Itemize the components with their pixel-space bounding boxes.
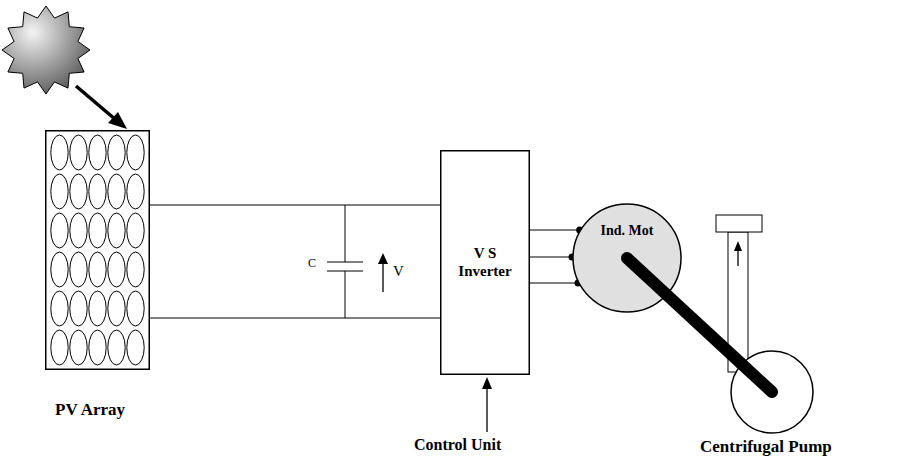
capacitor-lead xyxy=(345,271,346,318)
pv-cell xyxy=(51,174,68,209)
voltage-arrowhead xyxy=(378,253,388,264)
power-wire xyxy=(530,283,578,284)
shaft-segment xyxy=(741,363,772,392)
inverter-frame xyxy=(441,151,530,375)
pv-cell xyxy=(89,174,106,209)
inverter-label: V S Inverter xyxy=(454,245,516,280)
pv-cell xyxy=(70,291,87,326)
capacitor-plate xyxy=(327,261,363,262)
pv-cell xyxy=(89,213,106,248)
array-label: PV Array xyxy=(55,400,125,420)
array-frame xyxy=(46,131,150,370)
capacitor-lead xyxy=(345,205,346,262)
control-arrowhead xyxy=(482,377,492,389)
pv-cell xyxy=(127,330,144,365)
node-outline xyxy=(572,203,682,313)
pv-cell xyxy=(108,174,125,209)
pv-cell xyxy=(127,291,144,326)
component-label: C xyxy=(308,257,316,270)
pv-cell xyxy=(70,330,87,365)
pv-cell xyxy=(51,330,68,365)
shaft-segment xyxy=(627,258,667,295)
voltage-arrow xyxy=(382,262,383,292)
pv-cell xyxy=(127,213,144,248)
pv-cell xyxy=(108,135,125,170)
power-wire xyxy=(150,205,440,206)
pv-array: PV Array xyxy=(45,130,150,370)
pv-cell xyxy=(51,252,68,287)
signal-label: V xyxy=(393,263,404,280)
pv-cell xyxy=(70,135,87,170)
power-wire xyxy=(530,257,572,258)
node-outline xyxy=(730,350,814,434)
pv-cell xyxy=(89,135,106,170)
pump-body xyxy=(731,351,813,433)
flow-arrowhead xyxy=(734,241,742,251)
pv-cell xyxy=(108,213,125,248)
motor-body xyxy=(573,204,681,312)
flow-arrow xyxy=(737,250,738,266)
pv-cell xyxy=(108,252,125,287)
pv-cell xyxy=(89,330,106,365)
sun-star xyxy=(2,6,90,94)
pump-shaft xyxy=(667,295,741,363)
node-outline xyxy=(45,130,150,370)
motor-label: Ind. Mot xyxy=(572,223,682,239)
pv-cell xyxy=(70,252,87,287)
pv-cell xyxy=(70,213,87,248)
pv-cell xyxy=(127,174,144,209)
pv-cell xyxy=(127,252,144,287)
pump-label: Centrifugal Pump xyxy=(700,437,832,457)
pv-cell xyxy=(70,174,87,209)
pv-cell xyxy=(108,291,125,326)
control-arrow xyxy=(486,388,487,432)
pv-cell xyxy=(108,330,125,365)
inverter-box: V S Inverter xyxy=(440,150,530,375)
sun-icon xyxy=(2,6,90,94)
power-wire xyxy=(530,230,580,231)
pv-cell xyxy=(89,291,106,326)
pv-cell xyxy=(51,135,68,170)
sunlight-arrowhead xyxy=(108,112,127,129)
block-label: Control Unit xyxy=(414,436,501,454)
pump-circle: Centrifugal Pump xyxy=(730,350,814,434)
power-wire xyxy=(150,318,440,319)
pv-cell xyxy=(51,213,68,248)
motor-circle: Ind. Mot xyxy=(572,203,682,313)
pv-cell xyxy=(51,291,68,326)
pv-cell xyxy=(89,252,106,287)
pipe-outlet xyxy=(716,215,762,232)
sunlight-arrow xyxy=(76,86,116,120)
pv-cell xyxy=(127,135,144,170)
